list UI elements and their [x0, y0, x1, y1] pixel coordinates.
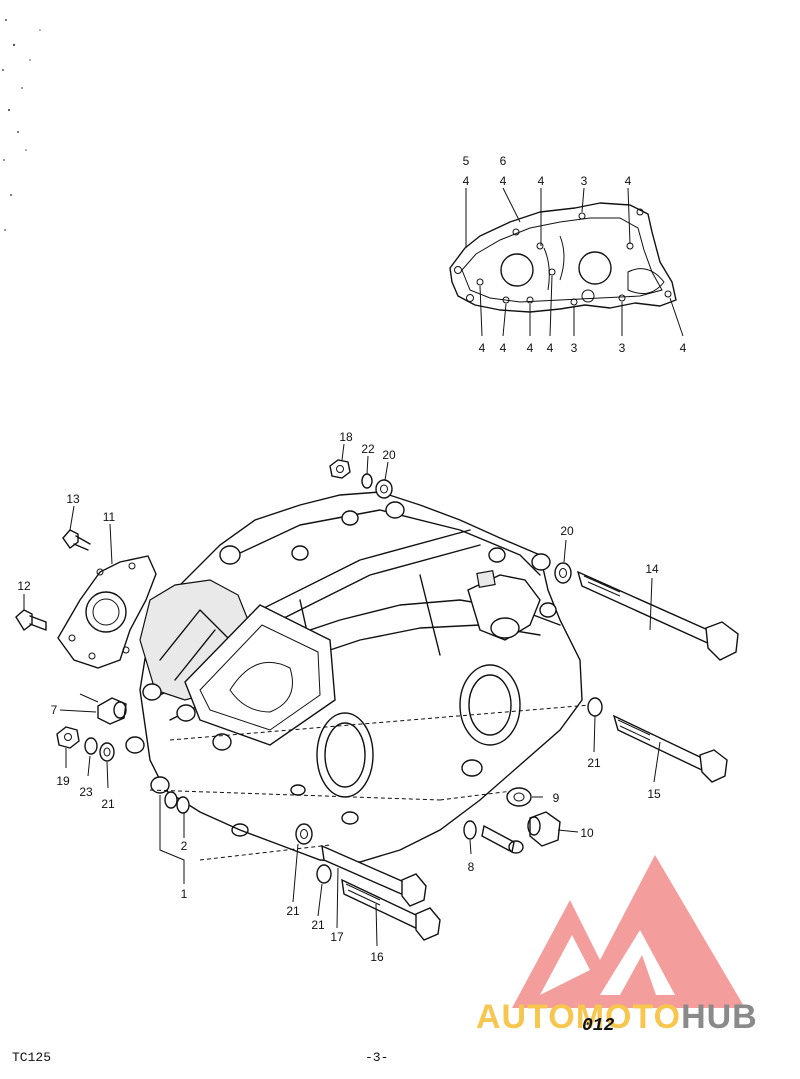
inset-label-top-4: 4 — [500, 174, 507, 188]
inset-label-bottom-4: 4 — [547, 341, 554, 355]
leader-lines — [23, 443, 661, 947]
callout-1: 1 — [181, 887, 188, 901]
callout-16: 16 — [370, 950, 384, 964]
inset-label-top-6: 3 — [581, 174, 588, 188]
pin-2 — [176, 796, 190, 814]
washer-9 — [506, 787, 532, 807]
inset-gasket — [449, 187, 684, 337]
inset-label-bottom-7: 4 — [680, 341, 687, 355]
callout-2: 2 — [181, 839, 188, 853]
inset-label-bottom-5: 3 — [571, 341, 578, 355]
screw-12 — [15, 609, 47, 632]
washer-21-right — [587, 697, 603, 717]
watermark-word-auto-moto: AUTOMOTO — [476, 998, 682, 1036]
parts — [15, 459, 739, 941]
nut-18 — [329, 459, 351, 479]
callout-18: 18 — [339, 430, 353, 444]
bolt-16 — [341, 878, 441, 941]
washer-20-top — [375, 479, 393, 499]
bolt-17 — [321, 844, 427, 907]
bolt-14 — [576, 570, 739, 661]
model-label: TC125 — [12, 1050, 52, 1065]
inset-labels: 5 4 6 4 4 3 4 4 4 4 4 3 3 4 — [463, 154, 687, 355]
inset-label-bottom-6: 3 — [619, 341, 626, 355]
bolt-8 — [481, 824, 524, 854]
callout-15: 15 — [647, 787, 661, 801]
gasket-11 — [57, 555, 157, 669]
scan-noise — [2, 19, 41, 231]
bolt-15 — [612, 714, 728, 783]
callout-7: 7 — [51, 703, 58, 717]
nut-19 — [56, 726, 80, 749]
watermark-text: AUTOMOTOHUB — [476, 998, 758, 1037]
callout-20-right: 20 — [560, 524, 574, 538]
callout-23: 23 — [79, 785, 93, 799]
washer-21-bottom-b — [316, 864, 332, 884]
washer-23 — [84, 737, 98, 755]
crankcase-halves — [125, 491, 591, 863]
callout-19: 19 — [56, 774, 70, 788]
washer-20-right — [554, 562, 572, 584]
callout-21-bottom-a: 21 — [286, 904, 300, 918]
callout-13: 13 — [66, 492, 80, 506]
screw-13 — [62, 529, 91, 551]
watermark-word-hub: HUB — [681, 998, 758, 1036]
callout-21-bottom-b: 21 — [311, 918, 325, 932]
page-number: -3- — [365, 1050, 389, 1065]
callout-17: 17 — [330, 930, 344, 944]
washer-21-bottom-a — [295, 823, 313, 845]
callout-12: 12 — [17, 579, 31, 593]
callout-22: 22 — [361, 442, 375, 456]
callout-10: 10 — [580, 826, 594, 840]
inset-label-top-7: 4 — [625, 174, 632, 188]
inset-label-top-1: 5 — [463, 154, 470, 168]
inset-label-top-2: 4 — [463, 174, 470, 188]
watermark-logo — [512, 855, 745, 1008]
washer-22 — [361, 473, 373, 489]
callout-21-right: 21 — [587, 756, 601, 770]
inset-bore-right — [578, 251, 612, 285]
callout-21-left: 21 — [101, 797, 115, 811]
dowel-7 — [97, 697, 127, 725]
plug-10 — [527, 811, 561, 847]
inset-bore-left — [500, 253, 534, 287]
callout-labels: 18 22 20 13 11 12 7 19 23 21 20 14 21 15… — [17, 430, 661, 964]
callout-8: 8 — [468, 860, 475, 874]
inset-label-top-5: 4 — [538, 174, 545, 188]
inset-label-bottom-1: 4 — [479, 341, 486, 355]
callout-20-top: 20 — [382, 448, 396, 462]
callout-9: 9 — [553, 791, 560, 805]
washer-21-left — [99, 742, 115, 762]
inset-label-bottom-3: 4 — [527, 341, 534, 355]
washer-8 — [463, 820, 477, 840]
callout-11: 11 — [103, 510, 116, 524]
inset-label-bottom-2: 4 — [500, 341, 507, 355]
figure-number: 012 — [582, 1016, 615, 1036]
inset-label-top-3: 6 — [500, 154, 507, 168]
callout-14: 14 — [645, 562, 659, 576]
